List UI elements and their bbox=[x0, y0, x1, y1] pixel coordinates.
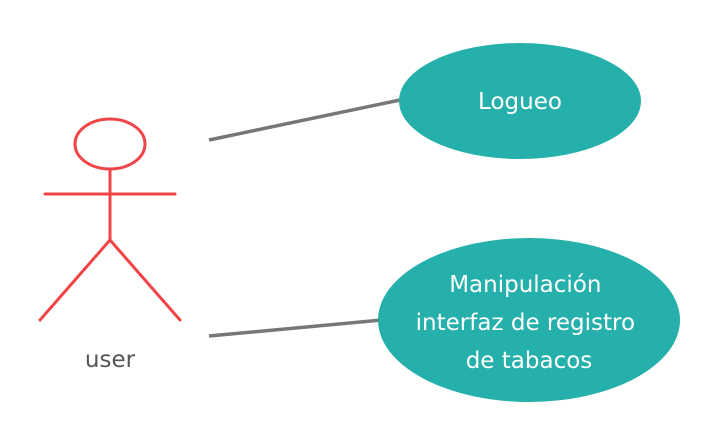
actor-right-leg bbox=[108, 238, 182, 322]
use-case-ellipse bbox=[399, 43, 641, 159]
association-line-manipulacion bbox=[208, 318, 383, 338]
use-case-label: Logueo bbox=[478, 89, 562, 115]
use-case-manipulacion: Manipulación interfaz de registro de tab… bbox=[378, 238, 680, 402]
actor-left-leg bbox=[38, 238, 112, 322]
actor-head bbox=[73, 117, 147, 171]
use-case-label: Manipulación interfaz de registro de tab… bbox=[416, 272, 643, 374]
association-line-logueo bbox=[208, 98, 401, 142]
actor-label: user bbox=[85, 347, 136, 373]
use-case-ellipse bbox=[378, 238, 680, 402]
actor-user bbox=[38, 117, 182, 322]
use-case-logueo: Logueo bbox=[399, 43, 641, 159]
